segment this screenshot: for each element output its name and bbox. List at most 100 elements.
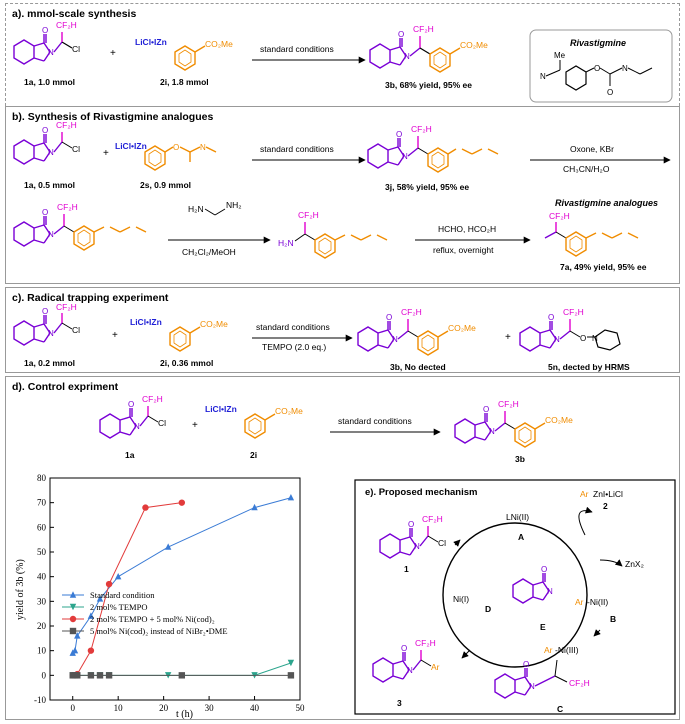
pb-reagent: LiCl•IZn xyxy=(115,141,147,151)
pb-cf2h: CF₂H xyxy=(56,120,77,130)
x-tick-label: 30 xyxy=(205,703,215,713)
data-point-s3 xyxy=(74,672,81,679)
pb-r2b-cf2h: CF₂H xyxy=(298,210,319,220)
legend-marker-0 xyxy=(69,591,77,598)
panel-d-frame xyxy=(5,376,680,720)
pe-c-cf2h: CF₂H xyxy=(569,678,590,688)
pb-product: 3j, 58% yield, 95% ee xyxy=(385,182,469,192)
y-tick-label: 0 xyxy=(42,670,47,680)
pb-p-cf2h: CF₂H xyxy=(411,124,432,134)
pe-ni3-rest: -Ni(III) xyxy=(555,645,579,655)
pa-cl: Cl xyxy=(72,44,80,54)
pc-sm1: 1a, 0.2 mmol xyxy=(24,358,75,368)
pb-amine1: H₂N xyxy=(188,204,204,214)
pc-p1: 3b, No dected xyxy=(390,362,446,372)
panel-b: CF₂H Cl 1a, 0.5 mmol + LiCl•IZn O N 2s, … xyxy=(13,120,671,272)
data-point-s3 xyxy=(287,672,295,679)
pe-lni: LNi(II) xyxy=(506,512,529,522)
pc-n: N xyxy=(592,334,598,343)
data-point-s0 xyxy=(87,612,95,619)
pb-plus: + xyxy=(103,148,109,159)
pe-labelA: A xyxy=(518,532,524,542)
y-tick-label: 70 xyxy=(37,498,47,508)
pd-p-cf2h: CF₂H xyxy=(498,399,519,409)
pe-one: 1 xyxy=(404,564,409,574)
pc-plus1: + xyxy=(112,330,118,341)
legend-label-3: 5 mol% Ni(cod)₂ instead of NiBr₂•DME xyxy=(90,626,228,636)
pc-o: O xyxy=(580,334,586,343)
pb-r2: reflux, overnight xyxy=(433,245,494,255)
legend-marker-2 xyxy=(69,615,77,623)
pb-solvent: CH₂Cl₂/MeOH xyxy=(182,247,236,257)
chart-frame xyxy=(49,477,301,701)
pb-cond: standard conditions xyxy=(260,144,334,154)
pc-title: c). Radical trapping experiment xyxy=(12,292,169,304)
pb-analog-title: Rivastigmine analogues xyxy=(555,198,658,208)
pc-reagent: LiCl•IZn xyxy=(130,317,162,327)
data-point-s2 xyxy=(142,504,149,511)
pb-cl: Cl xyxy=(72,144,80,154)
pd-cl: Cl xyxy=(158,418,166,428)
y-tick-label: 50 xyxy=(37,547,47,557)
pd-sm1: 1a xyxy=(125,450,135,460)
data-point-s0 xyxy=(96,595,104,602)
pb-sm2: 2s, 0.9 mmol xyxy=(140,180,191,190)
x-tick-label: 20 xyxy=(159,703,169,713)
panel-e: e). Proposed mechanism LNi(II) A Ar ZnI•… xyxy=(354,479,676,715)
y-tick-label: 20 xyxy=(37,621,47,631)
pd-ester: CO₂Me xyxy=(275,406,303,416)
data-point-s0 xyxy=(74,632,81,639)
pc-sm2: 2i, 0.36 mmol xyxy=(160,358,213,368)
pe-three: 3 xyxy=(397,698,402,708)
riv-o: O xyxy=(594,64,600,73)
pe-labelE: E xyxy=(540,622,546,632)
riv-o2: O xyxy=(607,88,613,97)
data-point-s3 xyxy=(178,672,186,679)
pa-reagent: LiCl•IZn xyxy=(135,37,167,47)
panel-c-frame xyxy=(5,287,680,373)
pe-arzn-rest: ZnI•LiCl xyxy=(593,489,623,499)
pe-two: 2 xyxy=(603,501,608,511)
pd-cond: standard conditions xyxy=(338,416,412,426)
data-point-s2 xyxy=(178,499,186,506)
y-tick-label: 10 xyxy=(37,646,47,656)
pc-cond1: standard conditions xyxy=(256,322,330,332)
pe-3-cf2h: CF₂H xyxy=(415,638,436,648)
pb-h2n: H₂N xyxy=(278,238,294,248)
pc-ester: CO₂Me xyxy=(200,319,228,329)
pc-plus2: + xyxy=(505,332,511,343)
chart-ylabel: yield of 3b (%) xyxy=(15,559,26,620)
x-tick-label: 40 xyxy=(250,703,260,713)
pc-p2-cf2h: CF₂H xyxy=(563,307,584,317)
pb-amine2: NH₂ xyxy=(226,200,242,210)
pd-title: d). Control expriment xyxy=(12,381,119,393)
pd-p-ester: CO₂Me xyxy=(545,415,573,425)
legend-marker-3 xyxy=(69,627,77,635)
pa-plus: + xyxy=(110,48,116,59)
pa-sm1: 1a, 1.0 mmol xyxy=(24,77,75,87)
data-point-s0 xyxy=(71,646,79,654)
data-point-s0 xyxy=(287,494,295,501)
y-tick-label: 80 xyxy=(37,473,47,483)
pe-arni-rest: -Ni(II) xyxy=(587,597,608,607)
rivastigmine-title: Rivastigmine xyxy=(570,38,626,48)
pc-cl: Cl xyxy=(72,325,80,335)
data-point-s0 xyxy=(251,503,258,511)
pe-arni: Ar xyxy=(575,597,584,607)
riv-me: Me xyxy=(554,51,566,60)
pa-sm2: 2i, 1.8 mmol xyxy=(160,77,209,87)
pe-arzn-ar: Ar xyxy=(580,489,589,499)
panel-a: CF₂H Cl 1a, 1.0 mmol + LiCl•IZn CO₂Me 2i… xyxy=(13,20,488,90)
pd-product: 3b xyxy=(515,454,525,464)
data-point-s3 xyxy=(105,672,113,679)
pb-title: b). Synthesis of Rivastigmine analogues xyxy=(12,111,213,123)
pe-labelD: D xyxy=(485,604,491,614)
legend-label-2: 2 mol% TEMPO + 5 mol% Ni(cod)₂ xyxy=(90,614,215,624)
pb-sm1: 1a, 0.5 mmol xyxy=(24,180,75,190)
pa-product: 3b, 68% yield, 95% ee xyxy=(385,80,472,90)
pe-3-ar: Ar xyxy=(431,662,440,672)
pe-title: e). Proposed mechanism xyxy=(365,487,477,498)
data-point-s2 xyxy=(105,580,113,588)
pb-o: O xyxy=(173,143,179,152)
